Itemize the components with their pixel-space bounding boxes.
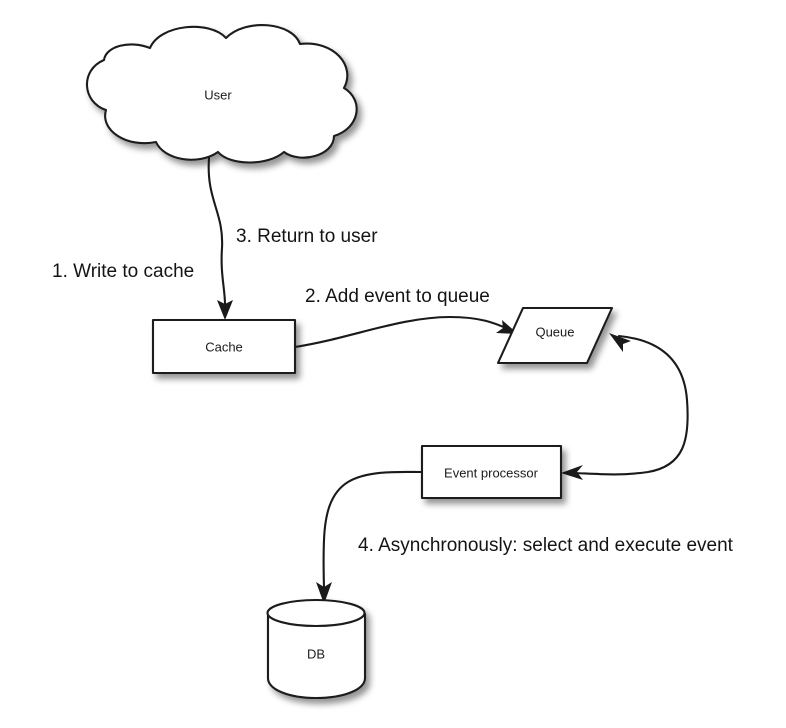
- node-cache[interactable]: Cache: [151, 318, 297, 375]
- node-queue-label: Queue: [535, 324, 574, 339]
- node-event-processor[interactable]: Event processor: [420, 444, 563, 500]
- edge-user-to-cache: [207, 156, 233, 320]
- arrowhead-into-queue-right: [609, 333, 631, 352]
- step-label-2: 2. Add event to queue: [305, 286, 490, 307]
- edge-user-to-cache-line: [207, 156, 227, 312]
- db-cylinder-top: [266, 598, 366, 628]
- edge-processor-to-db: [316, 470, 424, 604]
- cache-box-shape: [151, 318, 297, 375]
- edge-queue-to-processor-line: [573, 334, 689, 476]
- step-label-1: 1. Write to cache: [52, 261, 194, 282]
- node-queue[interactable]: Queue: [496, 306, 614, 365]
- step-label-3: 3. Return to user: [236, 226, 378, 247]
- arrowhead-into-cache: [217, 300, 233, 320]
- node-cache-label: Cache: [205, 339, 243, 354]
- node-user[interactable]: User: [85, 24, 358, 164]
- edge-cache-to-queue: [293, 315, 518, 349]
- step-label-4: 4. Asynchronously: select and execute ev…: [358, 535, 734, 556]
- cloud-shape: [85, 24, 358, 164]
- arrowhead-into-db: [316, 582, 332, 604]
- node-event-processor-label: Event processor: [444, 465, 539, 480]
- arrowhead-into-processor: [561, 465, 583, 480]
- edge-processor-to-db-line: [322, 470, 424, 594]
- node-user-label: User: [204, 87, 232, 102]
- edge-cache-to-queue-line: [293, 315, 510, 349]
- queue-parallelogram-shape: [496, 306, 614, 365]
- db-cylinder-body: [266, 612, 367, 700]
- node-db-label: DB: [307, 646, 325, 661]
- edge-queue-to-processor: [561, 333, 689, 480]
- node-db[interactable]: DB: [266, 598, 367, 700]
